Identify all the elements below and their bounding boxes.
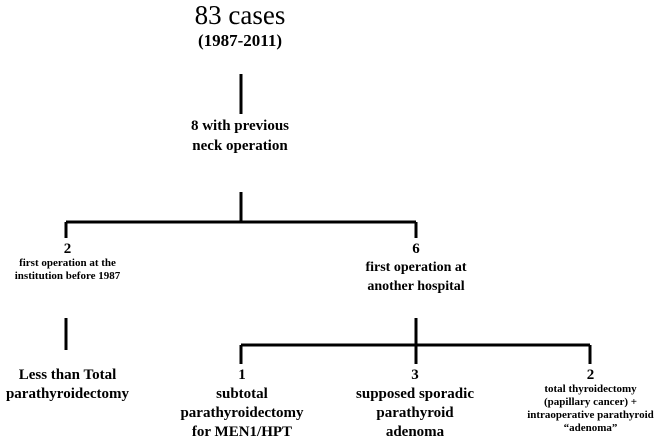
sporadic-count: 3: [411, 367, 419, 383]
cases-period-label: (1987-2011): [197, 31, 283, 50]
node-total-thyroidectomy-description: total thyroidectomy (papillary cancer) +…: [520, 383, 661, 435]
left-branch-count: 2: [63, 241, 72, 257]
sporadic-line3: adenoma: [385, 424, 445, 440]
total-line1: total thyroidectomy: [544, 383, 637, 395]
subtotal-line1: subtotal: [216, 386, 268, 402]
node-sporadic-adenoma: 3 supposed sporadic parathyroid adenoma: [335, 366, 495, 442]
subtotal-count: 1: [238, 367, 246, 383]
right-branch-desc-line1: first operation at: [365, 260, 467, 275]
node-subtotal-parathyroidectomy: 1 subtotal parathyroidectomy for MEN1/HP…: [162, 366, 322, 442]
cases-total-label: 83 cases: [194, 0, 286, 30]
previous-operation-line1: 8 with previous: [190, 118, 290, 134]
subtotal-line3: for MEN1/HPT: [191, 424, 293, 440]
left-outcome-line2: parathyroidectomy: [5, 386, 130, 402]
node-right-count: 6: [316, 240, 516, 258]
left-branch-desc-line2: institution before 1987: [14, 270, 121, 282]
node-right-description: first operation at another hospital: [316, 258, 516, 296]
sporadic-line2: parathyroid: [376, 405, 454, 421]
node-all-cases: 83 cases (1987-2011): [120, 0, 360, 52]
right-branch-count: 6: [412, 241, 420, 257]
total-line2: (papillary cancer) +: [543, 396, 638, 408]
left-branch-desc-line1: first operation at the: [19, 257, 116, 269]
previous-operation-line2: neck operation: [192, 138, 288, 154]
node-left-count: 2: [0, 240, 135, 258]
sporadic-line1: supposed sporadic: [356, 386, 474, 402]
node-left-description: first operation at the institution befor…: [0, 257, 135, 283]
left-outcome-line1: Less than Total: [18, 367, 117, 383]
total-count: 2: [586, 367, 595, 383]
total-line3: intraoperative parathyroid: [527, 409, 654, 421]
node-less-than-total: Less than Total parathyroidectomy: [0, 366, 135, 404]
node-total-thyroidectomy-count: 2: [520, 366, 661, 385]
right-branch-desc-line2: another hospital: [367, 279, 465, 294]
node-previous-neck-operation: 8 with previous neck operation: [140, 116, 340, 156]
subtotal-line2: parathyroidectomy: [180, 405, 304, 421]
total-line4: “adenoma”: [563, 422, 618, 434]
